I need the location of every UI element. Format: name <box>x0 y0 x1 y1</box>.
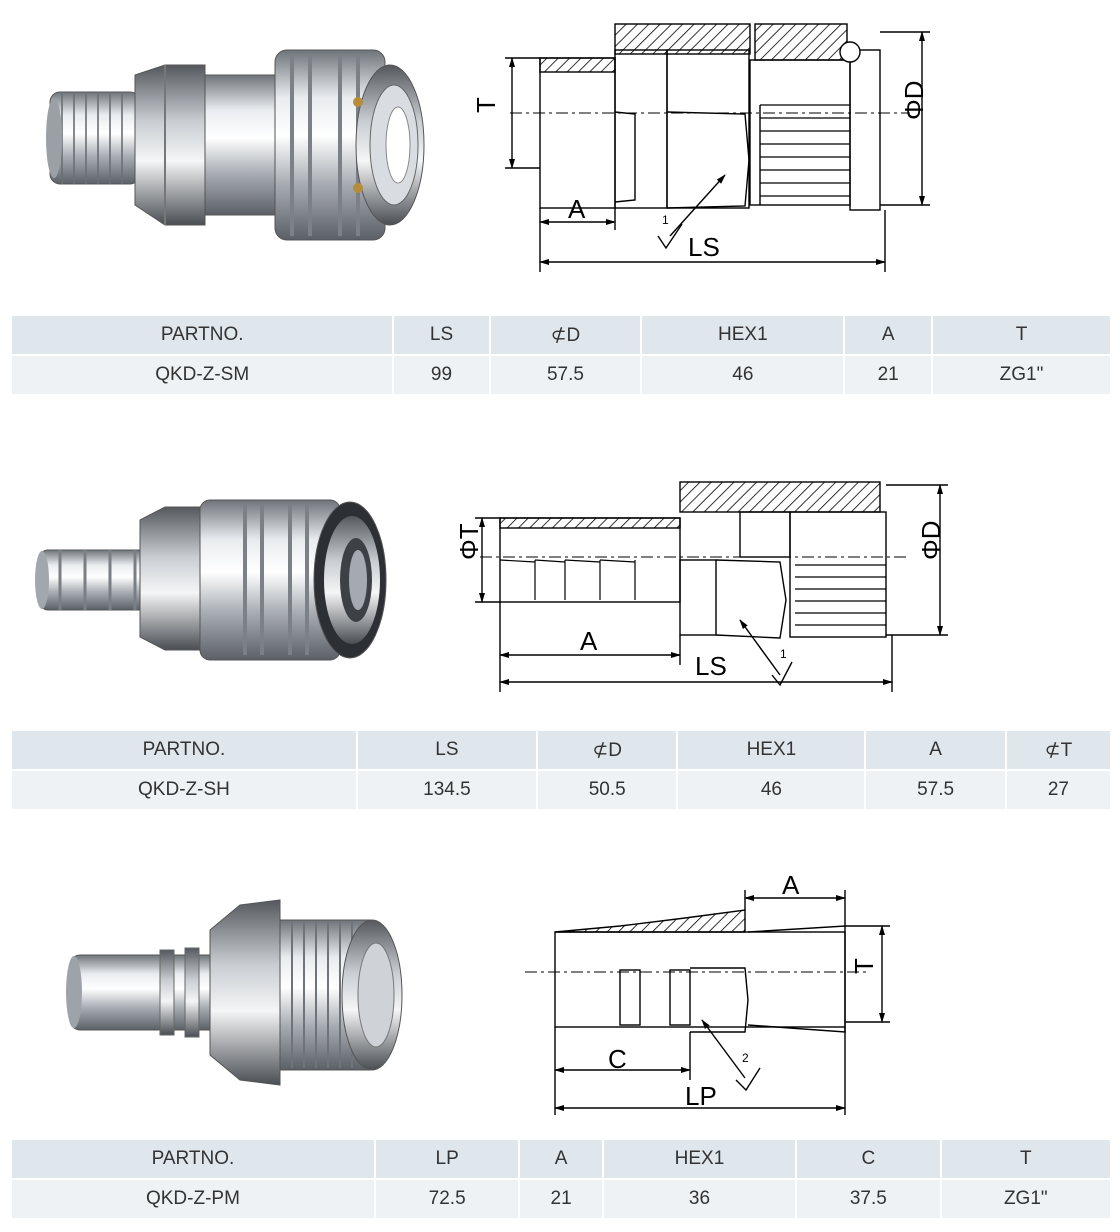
table-header-cell: PARTNO. <box>12 1140 374 1178</box>
product-photo-pm <box>66 899 403 1086</box>
table-header-row: PARTNO. LP A HEX1 C T <box>12 1140 1110 1178</box>
table-cell: 36 <box>603 1180 796 1218</box>
table-cell: 50.5 <box>537 771 677 809</box>
table-cell: 57.5 <box>866 771 1005 809</box>
dim-label-t: T <box>849 958 879 974</box>
dim-label-c: C <box>608 1044 627 1074</box>
table-row: QKD-Z-SM 99 57.5 46 21 ZG1" <box>12 356 1110 394</box>
technical-drawing-pm: A T C LP 2 <box>525 870 890 1115</box>
table-header-cell: HEX1 <box>678 731 865 769</box>
table-header-cell: C <box>797 1140 940 1178</box>
table-header-row: PARTNO. LS ⊄D HEX1 A T <box>12 316 1110 354</box>
dim-label-a: A <box>782 870 800 900</box>
table-header-cell: A <box>520 1140 602 1178</box>
table-cell: 27 <box>1006 771 1110 809</box>
dim-label-t: T <box>471 97 501 113</box>
table-cell: ZG1" <box>932 356 1110 394</box>
table-header-cell: HEX1 <box>603 1140 796 1178</box>
technical-drawing-sm: T ΦD A LS 1 <box>471 23 930 272</box>
table-header-cell: PARTNO. <box>12 316 393 354</box>
table-header-cell: A <box>845 316 931 354</box>
table-cell: 72.5 <box>375 1180 519 1218</box>
dim-label-a: A <box>568 194 586 224</box>
table-header-cell: LP <box>375 1140 519 1178</box>
dim-label-ls: LS <box>695 651 727 681</box>
table-cell: 46 <box>642 356 844 394</box>
dim-label-t: ΦT <box>454 523 484 560</box>
hex-mark: 2 <box>742 1051 749 1065</box>
table-cell: 46 <box>678 771 865 809</box>
product-photo-sh <box>35 499 387 661</box>
table-cell: QKD-Z-SM <box>12 356 393 394</box>
table-header-cell: ⊄T <box>1006 731 1110 769</box>
spec-table-sh: PARTNO. LS ⊄D HEX1 A ⊄T QKD-Z-SH 134.5 5… <box>10 729 1112 811</box>
table-header-cell: ⊄D <box>490 316 641 354</box>
technical-drawing-sh: ΦT ΦD A LS 1 <box>454 481 948 692</box>
table-header-cell: T <box>941 1140 1110 1178</box>
table-cell: 134.5 <box>357 771 536 809</box>
product-block-sm: T ΦD A LS 1 PARTNO. LS ⊄D HEX1 A T QKD-Z… <box>0 0 1120 410</box>
dim-label-d: ΦD <box>916 520 946 560</box>
spec-table-pm: PARTNO. LP A HEX1 C T QKD-Z-PM 72.5 21 3… <box>10 1138 1112 1220</box>
table-header-cell: A <box>866 731 1005 769</box>
table-cell: QKD-Z-PM <box>12 1180 374 1218</box>
hex-mark: 1 <box>662 213 669 227</box>
table-cell: 21 <box>845 356 931 394</box>
dim-label-ls: LS <box>688 232 720 262</box>
product-block-sh: ΦT ΦD A LS 1 PARTNO. LS ⊄D HEX1 A ⊄T QKD… <box>0 410 1120 830</box>
table-cell: 99 <box>394 356 489 394</box>
table-cell: 57.5 <box>490 356 641 394</box>
table-header-cell: LS <box>394 316 489 354</box>
table-header-cell: T <box>932 316 1110 354</box>
table-header-row: PARTNO. LS ⊄D HEX1 A ⊄T <box>12 731 1110 769</box>
table-header-cell: PARTNO. <box>12 731 356 769</box>
dim-label-a: A <box>580 626 598 656</box>
dim-label-d: ΦD <box>899 80 929 120</box>
spec-table-sm: PARTNO. LS ⊄D HEX1 A T QKD-Z-SM 99 57.5 … <box>10 314 1112 396</box>
table-header-cell: HEX1 <box>642 316 844 354</box>
product-block-pm: A T C LP 2 PARTNO. LP A HEX1 C T QKD-Z-P… <box>0 830 1120 1232</box>
table-row: QKD-Z-SH 134.5 50.5 46 57.5 27 <box>12 771 1110 809</box>
table-header-cell: ⊄D <box>537 731 677 769</box>
dim-label-lp: LP <box>685 1081 717 1111</box>
product-photo-sm <box>46 49 425 241</box>
table-cell: ZG1" <box>941 1180 1110 1218</box>
table-row: QKD-Z-PM 72.5 21 36 37.5 ZG1" <box>12 1180 1110 1218</box>
table-cell: 21 <box>520 1180 602 1218</box>
hex-mark: 1 <box>780 647 787 661</box>
table-header-cell: LS <box>357 731 536 769</box>
table-cell: QKD-Z-SH <box>12 771 356 809</box>
table-cell: 37.5 <box>797 1180 940 1218</box>
